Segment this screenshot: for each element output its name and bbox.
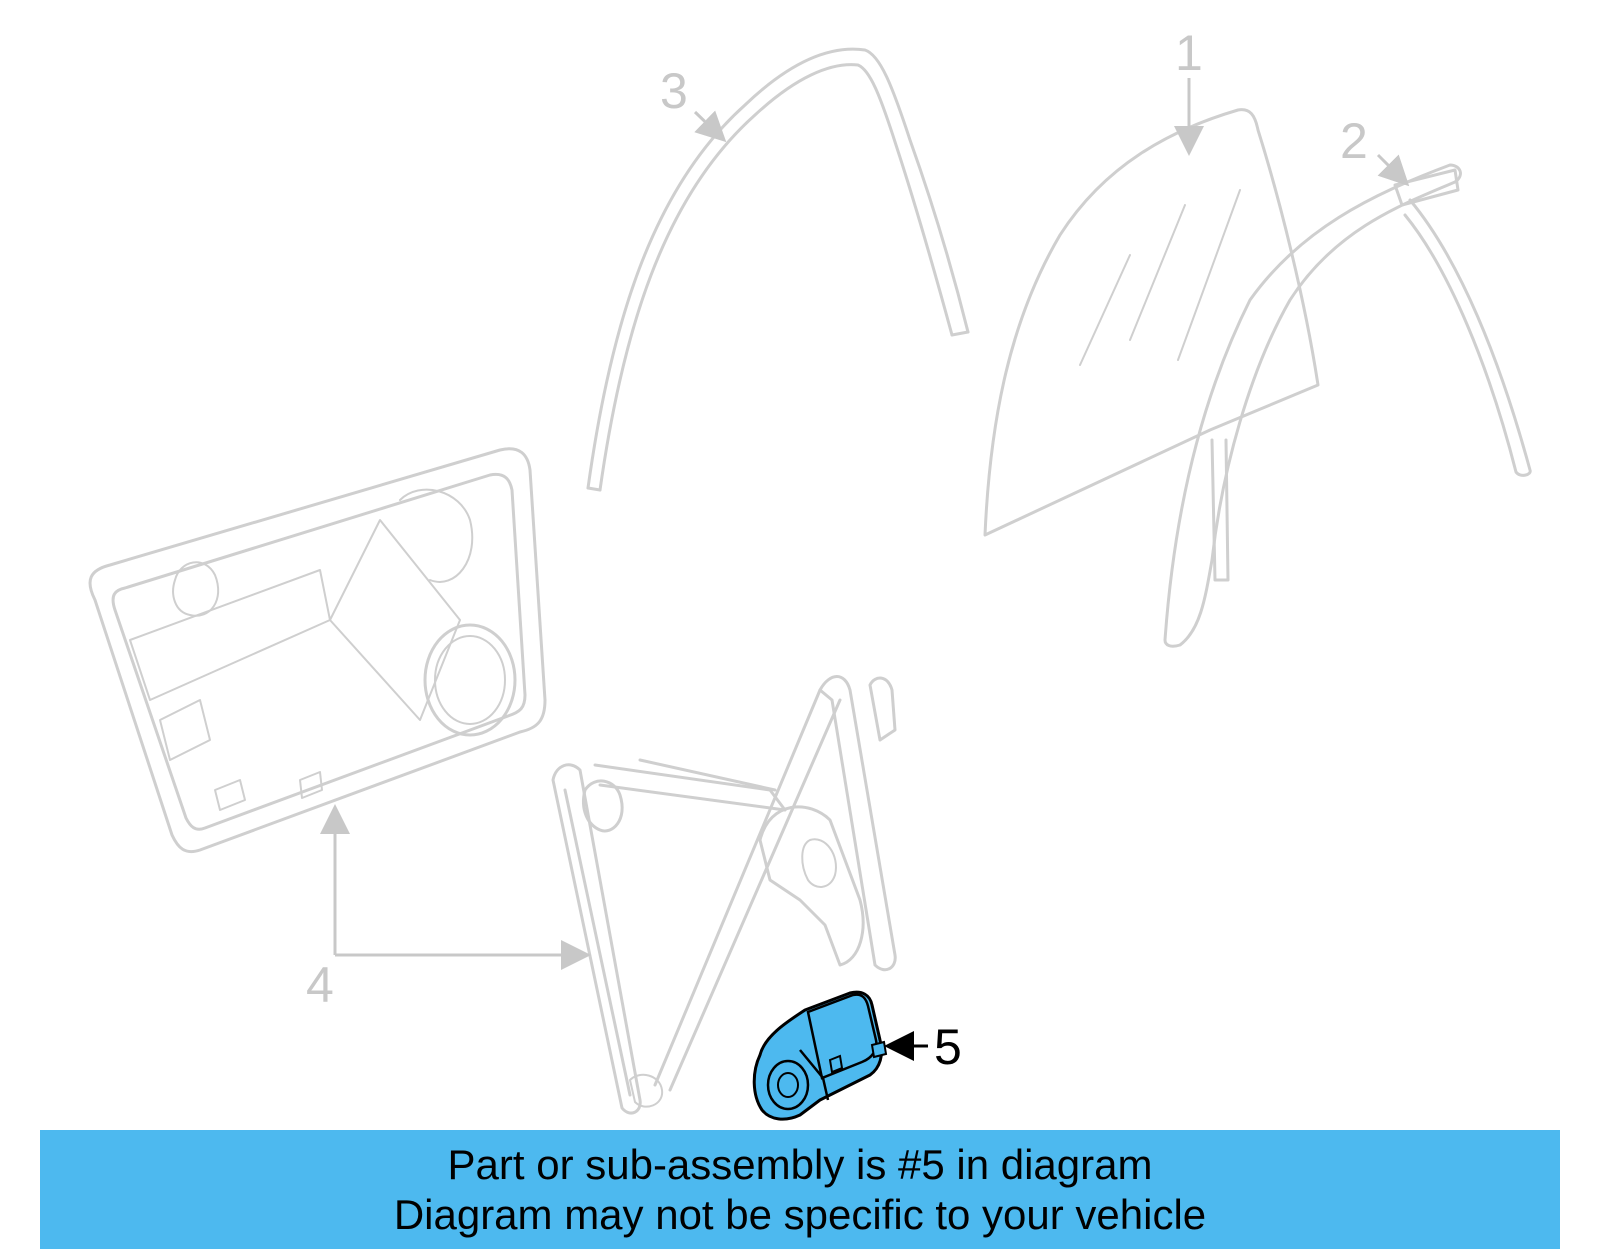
window-motor-part-5[interactable] bbox=[752, 990, 888, 1121]
run-channel-part-2[interactable] bbox=[1163, 163, 1532, 648]
callout-2: 2 bbox=[1340, 113, 1368, 169]
info-banner: Part or sub-assembly is #5 in diagram Di… bbox=[40, 1130, 1560, 1249]
banner-line-2: Diagram may not be specific to your vehi… bbox=[393, 1190, 1207, 1238]
window-regulator-part-4[interactable] bbox=[551, 675, 897, 1115]
callout-1: 1 bbox=[1175, 25, 1203, 81]
parts-diagram: 1 2 3 4 5 bbox=[88, 25, 1532, 1121]
leader-2 bbox=[1376, 153, 1410, 187]
door-glass-part-1[interactable] bbox=[983, 108, 1320, 537]
door-module-part-4[interactable] bbox=[88, 447, 547, 854]
leader-3 bbox=[693, 110, 727, 143]
banner-line-1: Part or sub-assembly is #5 in diagram bbox=[447, 1140, 1153, 1188]
callout-3: 3 bbox=[660, 63, 688, 119]
callout-4: 4 bbox=[306, 957, 334, 1013]
window-channel-part-3[interactable] bbox=[586, 47, 970, 492]
callout-5: 5 bbox=[934, 1019, 962, 1075]
